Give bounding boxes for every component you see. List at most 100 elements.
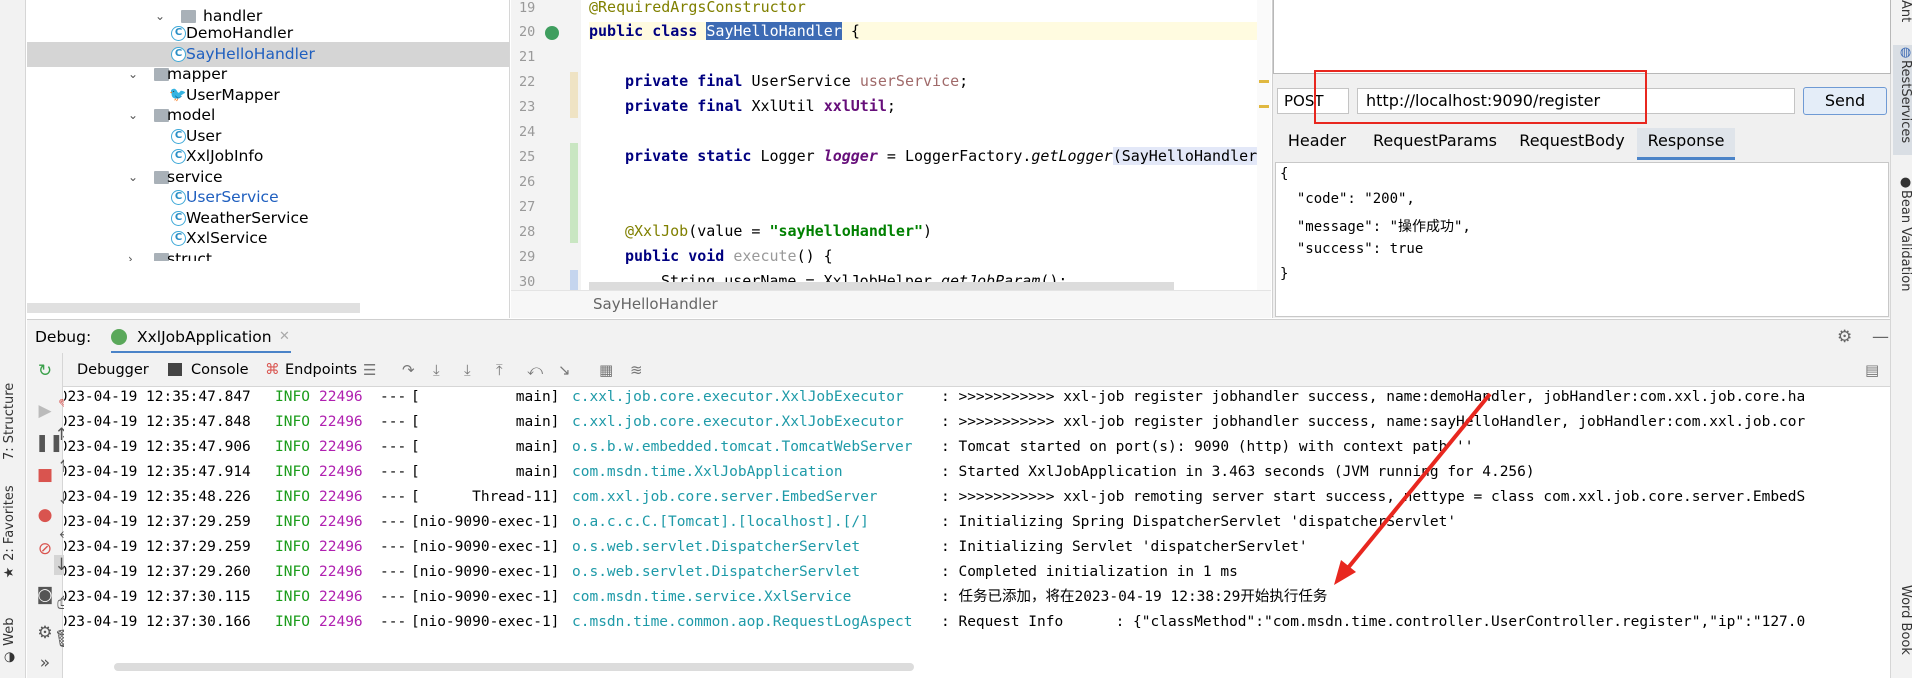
http-method-select[interactable]: POST bbox=[1277, 88, 1349, 114]
response-line: "code": "200", bbox=[1280, 191, 1415, 207]
console-logger[interactable]: com.msdn.time.service.XxlService bbox=[572, 589, 922, 605]
tab-response[interactable]: Response bbox=[1637, 128, 1735, 160]
response-line: { bbox=[1280, 166, 1289, 182]
console-msg: : Completed initialization in 1 ms bbox=[941, 564, 1238, 580]
console-logger[interactable]: o.a.c.c.C.[Tomcat].[localhost].[/] bbox=[572, 514, 913, 530]
force-step-into-icon[interactable]: ⤓ bbox=[464, 361, 471, 379]
step-into-icon[interactable]: ⤓ bbox=[433, 361, 440, 379]
code-editor[interactable]: 19 20 21 22 23 24 25 26 27 28 29 30 @Req… bbox=[511, 0, 1271, 318]
tree-item-user[interactable]: C User bbox=[27, 124, 509, 149]
tree-item-label: mapper bbox=[167, 65, 228, 83]
tree-item-struct[interactable]: › struct bbox=[27, 247, 509, 261]
console-logger[interactable]: com.xxl.job.core.server.EmbedServer bbox=[572, 489, 922, 505]
minimize-icon[interactable]: — bbox=[1872, 327, 1889, 347]
tree-item-model[interactable]: ⌄ model bbox=[27, 103, 509, 128]
editor-horizontal-scrollbar[interactable] bbox=[589, 282, 1174, 290]
console-thread: [nio-9090-exec-1] bbox=[411, 539, 560, 555]
console-logger[interactable]: c.msdn.time.common.aop.RequestLogAspect bbox=[572, 614, 922, 630]
console-thread: [nio-9090-exec-1] bbox=[411, 614, 560, 630]
resume-icon[interactable]: ▶ bbox=[38, 401, 52, 421]
response-body[interactable]: { "code": "200", "message": "操作成功", "suc… bbox=[1275, 162, 1889, 317]
tree-item-sayhellohandler[interactable]: C SayHelloHandler bbox=[27, 42, 509, 67]
favorites-tool-tab[interactable]: ★ 2: Favorites bbox=[2, 485, 17, 580]
debug-session-tab[interactable] bbox=[111, 320, 291, 354]
rerun-icon[interactable]: ↻ bbox=[37, 361, 53, 381]
console-logger[interactable]: c.xxl.job.core.executor.XxlJobExecutor bbox=[572, 389, 922, 405]
console-pid: 22496 bbox=[319, 439, 363, 455]
spring-bean-gutter-icon[interactable] bbox=[545, 26, 559, 40]
tab-request-params[interactable]: RequestParams bbox=[1372, 131, 1498, 150]
tab-debugger[interactable]: Debugger bbox=[77, 362, 149, 378]
chevron-down-icon[interactable]: ⌄ bbox=[128, 108, 139, 122]
run-to-cursor-icon[interactable]: ↘ bbox=[558, 361, 571, 379]
rest-client-panel: POST http://localhost:9090/register Send… bbox=[1272, 0, 1891, 318]
tab-console[interactable]: Console bbox=[191, 362, 249, 378]
class-icon: C bbox=[171, 47, 186, 62]
trace-icon[interactable]: ≋ bbox=[630, 361, 643, 379]
step-out-icon[interactable]: ⤒ bbox=[496, 361, 503, 379]
word-book-tool-tab[interactable]: Word Book bbox=[1898, 585, 1912, 655]
console-logger[interactable]: o.s.web.servlet.DispatcherServlet bbox=[572, 539, 922, 555]
package-icon bbox=[154, 253, 169, 261]
tree-item-mapper[interactable]: ⌄ mapper bbox=[27, 62, 509, 87]
editor-breadcrumb[interactable]: SayHelloHandler bbox=[511, 290, 1271, 318]
drop-frame-icon[interactable]: ⤺ bbox=[527, 361, 544, 379]
console-logger[interactable]: com.msdn.time.XxlJobApplication bbox=[572, 464, 922, 480]
url-input[interactable]: http://localhost:9090/register bbox=[1357, 88, 1795, 114]
tree-item-userservice[interactable]: C UserService bbox=[27, 185, 509, 210]
layout-settings-icon[interactable]: ▤ bbox=[1865, 361, 1880, 379]
chevron-right-icon[interactable]: › bbox=[128, 252, 133, 261]
tree-item-handler[interactable]: ⌄ handler bbox=[27, 4, 509, 29]
console-logger[interactable]: o.s.web.servlet.DispatcherServlet bbox=[572, 564, 922, 580]
gear-icon[interactable]: ⚙ bbox=[1837, 327, 1853, 347]
tree-item-usermapper[interactable]: 🐦 UserMapper bbox=[27, 83, 509, 108]
tab-request-body[interactable]: RequestBody bbox=[1519, 131, 1625, 150]
tree-horizontal-scrollbar[interactable] bbox=[27, 303, 360, 313]
tree-item-weatherservice[interactable]: C WeatherService bbox=[27, 206, 509, 231]
evaluate-icon[interactable]: ▦ bbox=[599, 361, 614, 379]
breakpoint-icon[interactable]: ● bbox=[37, 505, 53, 525]
tree-item-service[interactable]: ⌄ service bbox=[27, 165, 509, 190]
selected-class-name[interactable]: SayHelloHandler bbox=[706, 22, 842, 40]
tree-item-xxlservice[interactable]: C XxlService bbox=[27, 226, 509, 251]
tree-item-label: XxlJobInfo bbox=[186, 147, 264, 165]
console-logger[interactable]: c.xxl.job.core.executor.XxlJobExecutor bbox=[572, 414, 922, 430]
console-msg: : Started XxlJobApplication in 3.463 sec… bbox=[941, 464, 1535, 480]
bean-validation-tool-tab[interactable]: ●Bean Validation bbox=[1898, 175, 1912, 292]
tab-endpoints[interactable]: Endpoints bbox=[285, 362, 358, 378]
console-logger[interactable]: o.s.b.w.embedded.tomcat.TomcatWebServer bbox=[572, 439, 922, 455]
tree-item-label: DemoHandler bbox=[186, 24, 294, 42]
chevron-down-icon[interactable]: ⌄ bbox=[128, 67, 139, 81]
console-horizontal-scrollbar[interactable] bbox=[114, 663, 914, 671]
chevron-down-icon[interactable]: ⌄ bbox=[155, 9, 166, 23]
ant-tool-tab[interactable]: Ant bbox=[1898, 0, 1912, 23]
settings-icon[interactable]: ⚙ bbox=[37, 623, 53, 643]
line-number: 20 bbox=[519, 24, 536, 40]
tree-item-demohandler[interactable]: C DemoHandler bbox=[27, 21, 509, 46]
mute-breakpoints-icon[interactable]: ⊘ bbox=[37, 539, 53, 559]
layout-icon[interactable]: ☰ bbox=[363, 361, 377, 379]
tree-item-xxljobinfo[interactable]: C XxlJobInfo bbox=[27, 144, 509, 169]
pause-icon[interactable]: ❚❚ bbox=[35, 433, 64, 453]
structure-tool-tab[interactable]: 7: Structure bbox=[2, 382, 17, 460]
step-over-icon[interactable]: ↷ bbox=[402, 361, 415, 379]
camera-icon[interactable]: ◙ bbox=[36, 585, 54, 605]
more-icon[interactable]: » bbox=[39, 653, 51, 673]
close-icon[interactable]: ✕ bbox=[279, 329, 290, 344]
view-breakpoints-icon[interactable]: ✎ bbox=[54, 395, 74, 415]
rest-services-tool-tab[interactable]: ◍RestServices bbox=[1893, 45, 1912, 155]
tree-item-label: struct bbox=[167, 250, 212, 261]
chevron-down-icon[interactable]: ⌄ bbox=[128, 170, 139, 184]
line-number: 23 bbox=[519, 99, 536, 115]
send-button[interactable]: Send bbox=[1803, 87, 1887, 115]
web-tool-tab[interactable]: ◐ Web bbox=[2, 617, 17, 665]
tab-header[interactable]: Header bbox=[1287, 131, 1347, 150]
stop-icon[interactable]: ■ bbox=[36, 465, 54, 485]
console-thread: [ main] bbox=[411, 414, 560, 430]
response-line: } bbox=[1280, 266, 1289, 282]
console-msg: : >>>>>>>>>>> xxl-job remoting server st… bbox=[941, 489, 1806, 505]
editor-error-stripe[interactable] bbox=[1257, 0, 1271, 290]
tree-item-label: service bbox=[167, 168, 223, 186]
